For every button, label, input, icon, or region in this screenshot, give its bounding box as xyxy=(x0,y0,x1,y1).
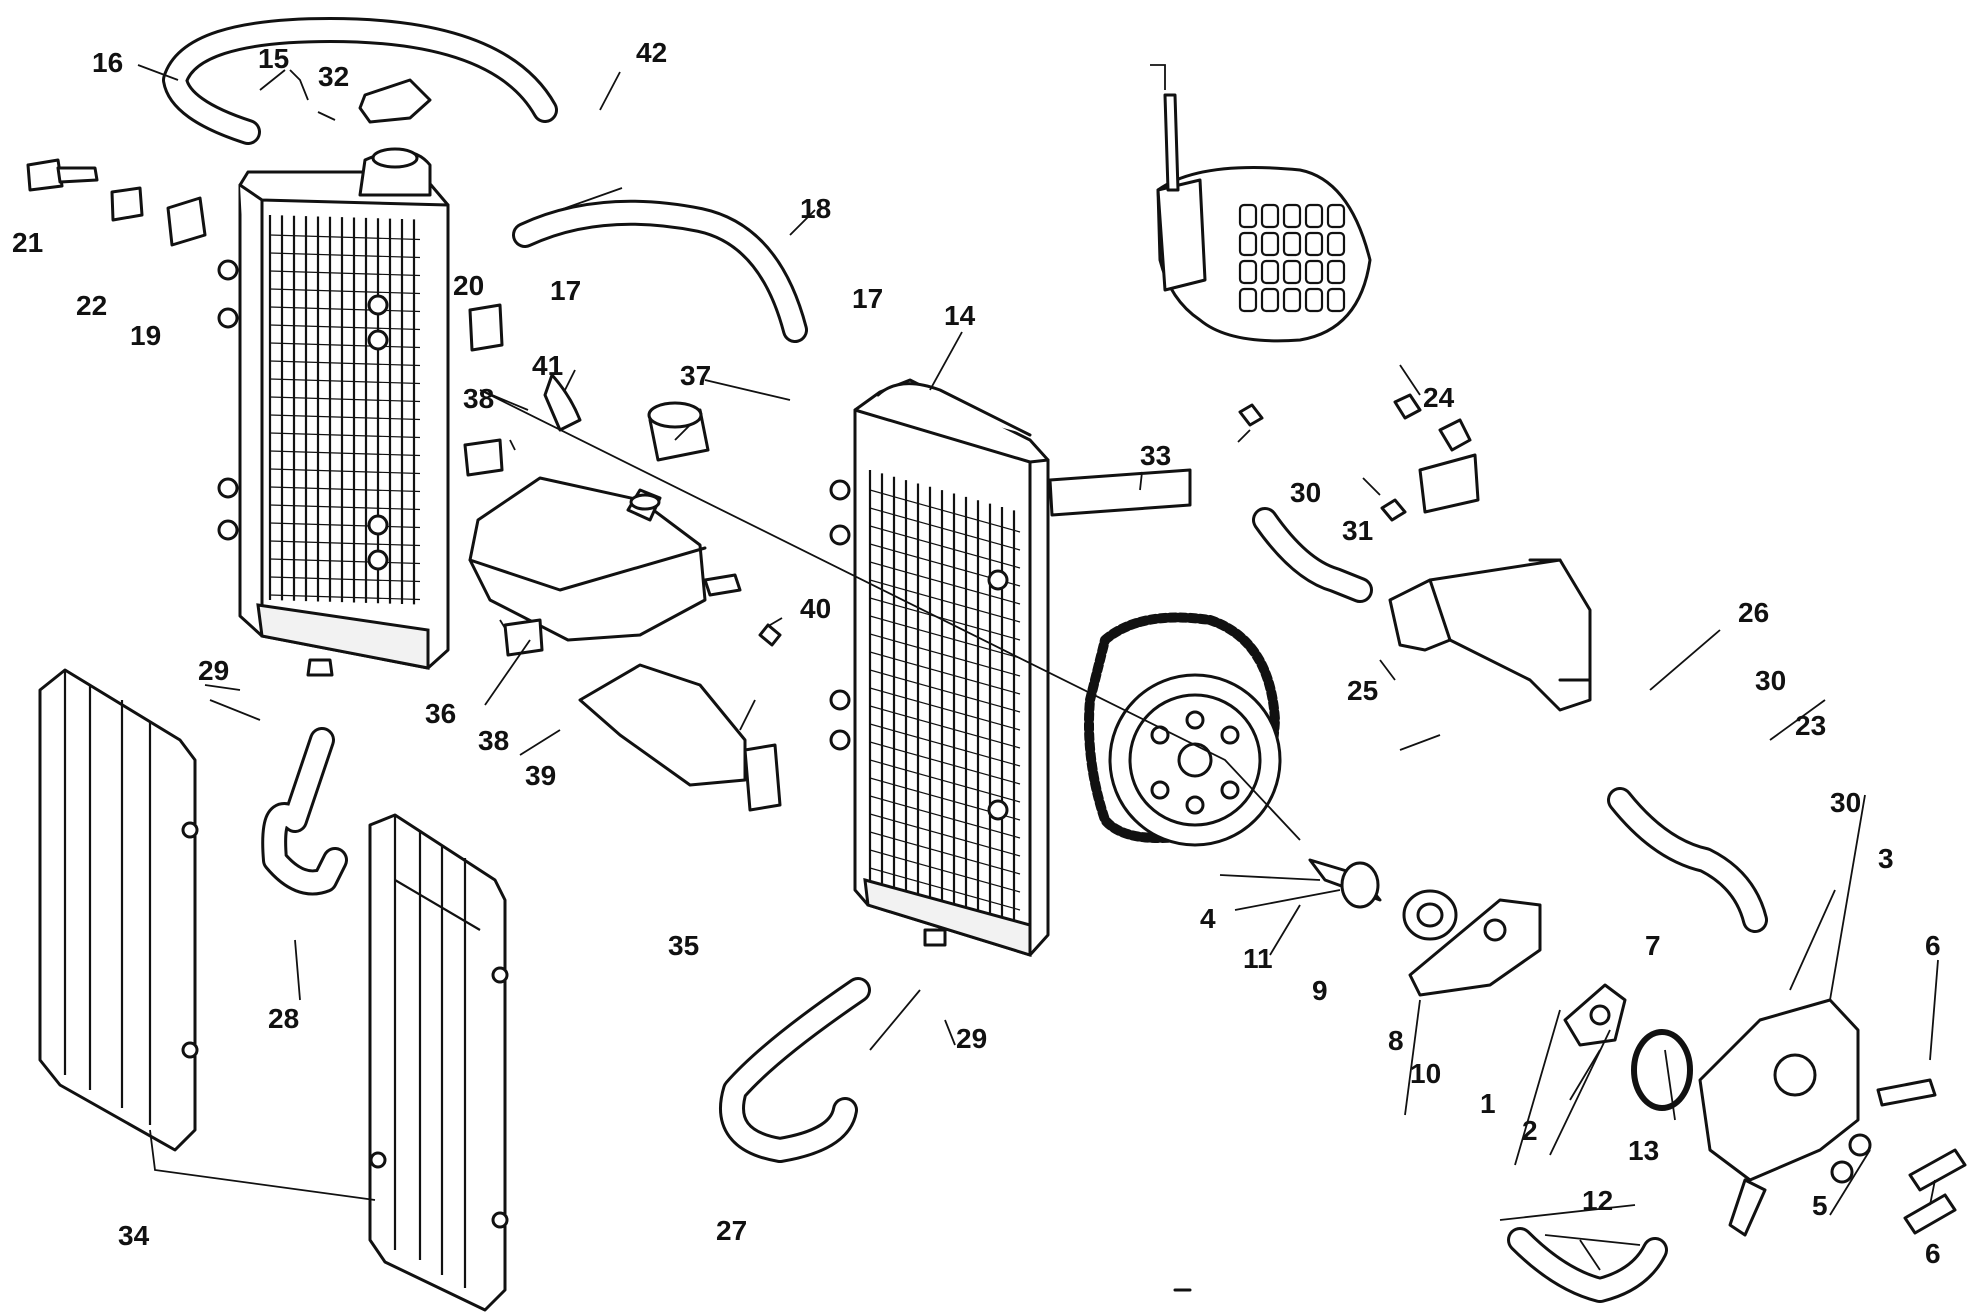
callout-26: 26 xyxy=(1738,597,1769,628)
callout-5: 5 xyxy=(1812,1190,1828,1221)
callout-labels: 1 2 3 4 5 6 6 7 8 9 10 11 12 13 14 15 16… xyxy=(12,37,1941,1269)
callout-21: 21 xyxy=(12,227,43,258)
callout-39: 39 xyxy=(525,760,556,791)
callout-40: 40 xyxy=(800,593,831,624)
fasteners xyxy=(1830,1078,1967,1235)
air-intake xyxy=(1156,93,1372,343)
callout-9: 9 xyxy=(1312,975,1328,1006)
callout-42: 42 xyxy=(636,37,667,68)
callout-30-lower: 30 xyxy=(1830,787,1861,818)
callout-32: 32 xyxy=(318,61,349,92)
expansion-tank-cap xyxy=(647,401,710,462)
callout-37: 37 xyxy=(680,360,711,391)
callout-16: 16 xyxy=(92,47,123,78)
callout-6-bottom: 6 xyxy=(1925,1238,1941,1269)
callout-6-top: 6 xyxy=(1925,930,1941,961)
callout-34: 34 xyxy=(118,1220,150,1251)
o-ring xyxy=(1631,1029,1693,1111)
sprocket-gear xyxy=(1108,673,1282,847)
callout-18: 18 xyxy=(800,193,831,224)
callout-35: 35 xyxy=(668,930,699,961)
impeller xyxy=(1563,983,1627,1047)
callout-7: 7 xyxy=(1645,930,1661,961)
callout-15: 15 xyxy=(258,43,289,74)
callout-3: 3 xyxy=(1878,843,1894,874)
callout-8: 8 xyxy=(1388,1025,1404,1056)
callout-13: 13 xyxy=(1628,1135,1659,1166)
callout-2: 2 xyxy=(1522,1115,1538,1146)
callout-31: 31 xyxy=(1342,515,1373,546)
callout-29-left: 29 xyxy=(198,655,229,686)
callout-24: 24 xyxy=(1423,382,1455,413)
pump-cover xyxy=(1408,898,1542,997)
pump-shaft xyxy=(1308,858,1382,909)
bearing xyxy=(1402,889,1458,941)
callout-29-right: 29 xyxy=(956,1023,987,1054)
callout-30-upper: 30 xyxy=(1290,477,1321,508)
callout-33: 33 xyxy=(1140,440,1171,471)
right-louvre xyxy=(368,813,509,1312)
callout-1: 1 xyxy=(1480,1088,1496,1119)
callout-19: 19 xyxy=(130,320,161,351)
hoses xyxy=(162,17,1768,1303)
callout-41: 41 xyxy=(532,350,563,381)
callout-14: 14 xyxy=(944,300,976,331)
callout-28: 28 xyxy=(268,1003,299,1034)
left-louvre xyxy=(38,668,199,1152)
callout-38-top: 38 xyxy=(463,383,494,414)
callout-17-right: 17 xyxy=(852,283,883,314)
pump-housing xyxy=(1698,998,1860,1237)
right-radiator xyxy=(829,378,1050,958)
callout-30-middle: 30 xyxy=(1755,665,1786,696)
callout-38-bottom: 38 xyxy=(478,725,509,756)
small-parts xyxy=(26,78,1472,812)
callout-22: 22 xyxy=(76,290,107,321)
callout-4: 4 xyxy=(1200,903,1216,934)
left-radiator xyxy=(217,147,450,677)
expansion-tank xyxy=(468,476,742,642)
callout-20: 20 xyxy=(453,270,484,301)
callout-11: 11 xyxy=(1243,943,1273,974)
callout-10: 10 xyxy=(1410,1058,1441,1089)
callout-23: 23 xyxy=(1795,710,1826,741)
callout-25: 25 xyxy=(1347,675,1378,706)
callout-17-left: 17 xyxy=(550,275,581,306)
callout-36: 36 xyxy=(425,698,456,729)
callout-27: 27 xyxy=(716,1215,747,1246)
callout-12: 12 xyxy=(1582,1185,1613,1216)
leader-lines xyxy=(137,64,1939,1271)
